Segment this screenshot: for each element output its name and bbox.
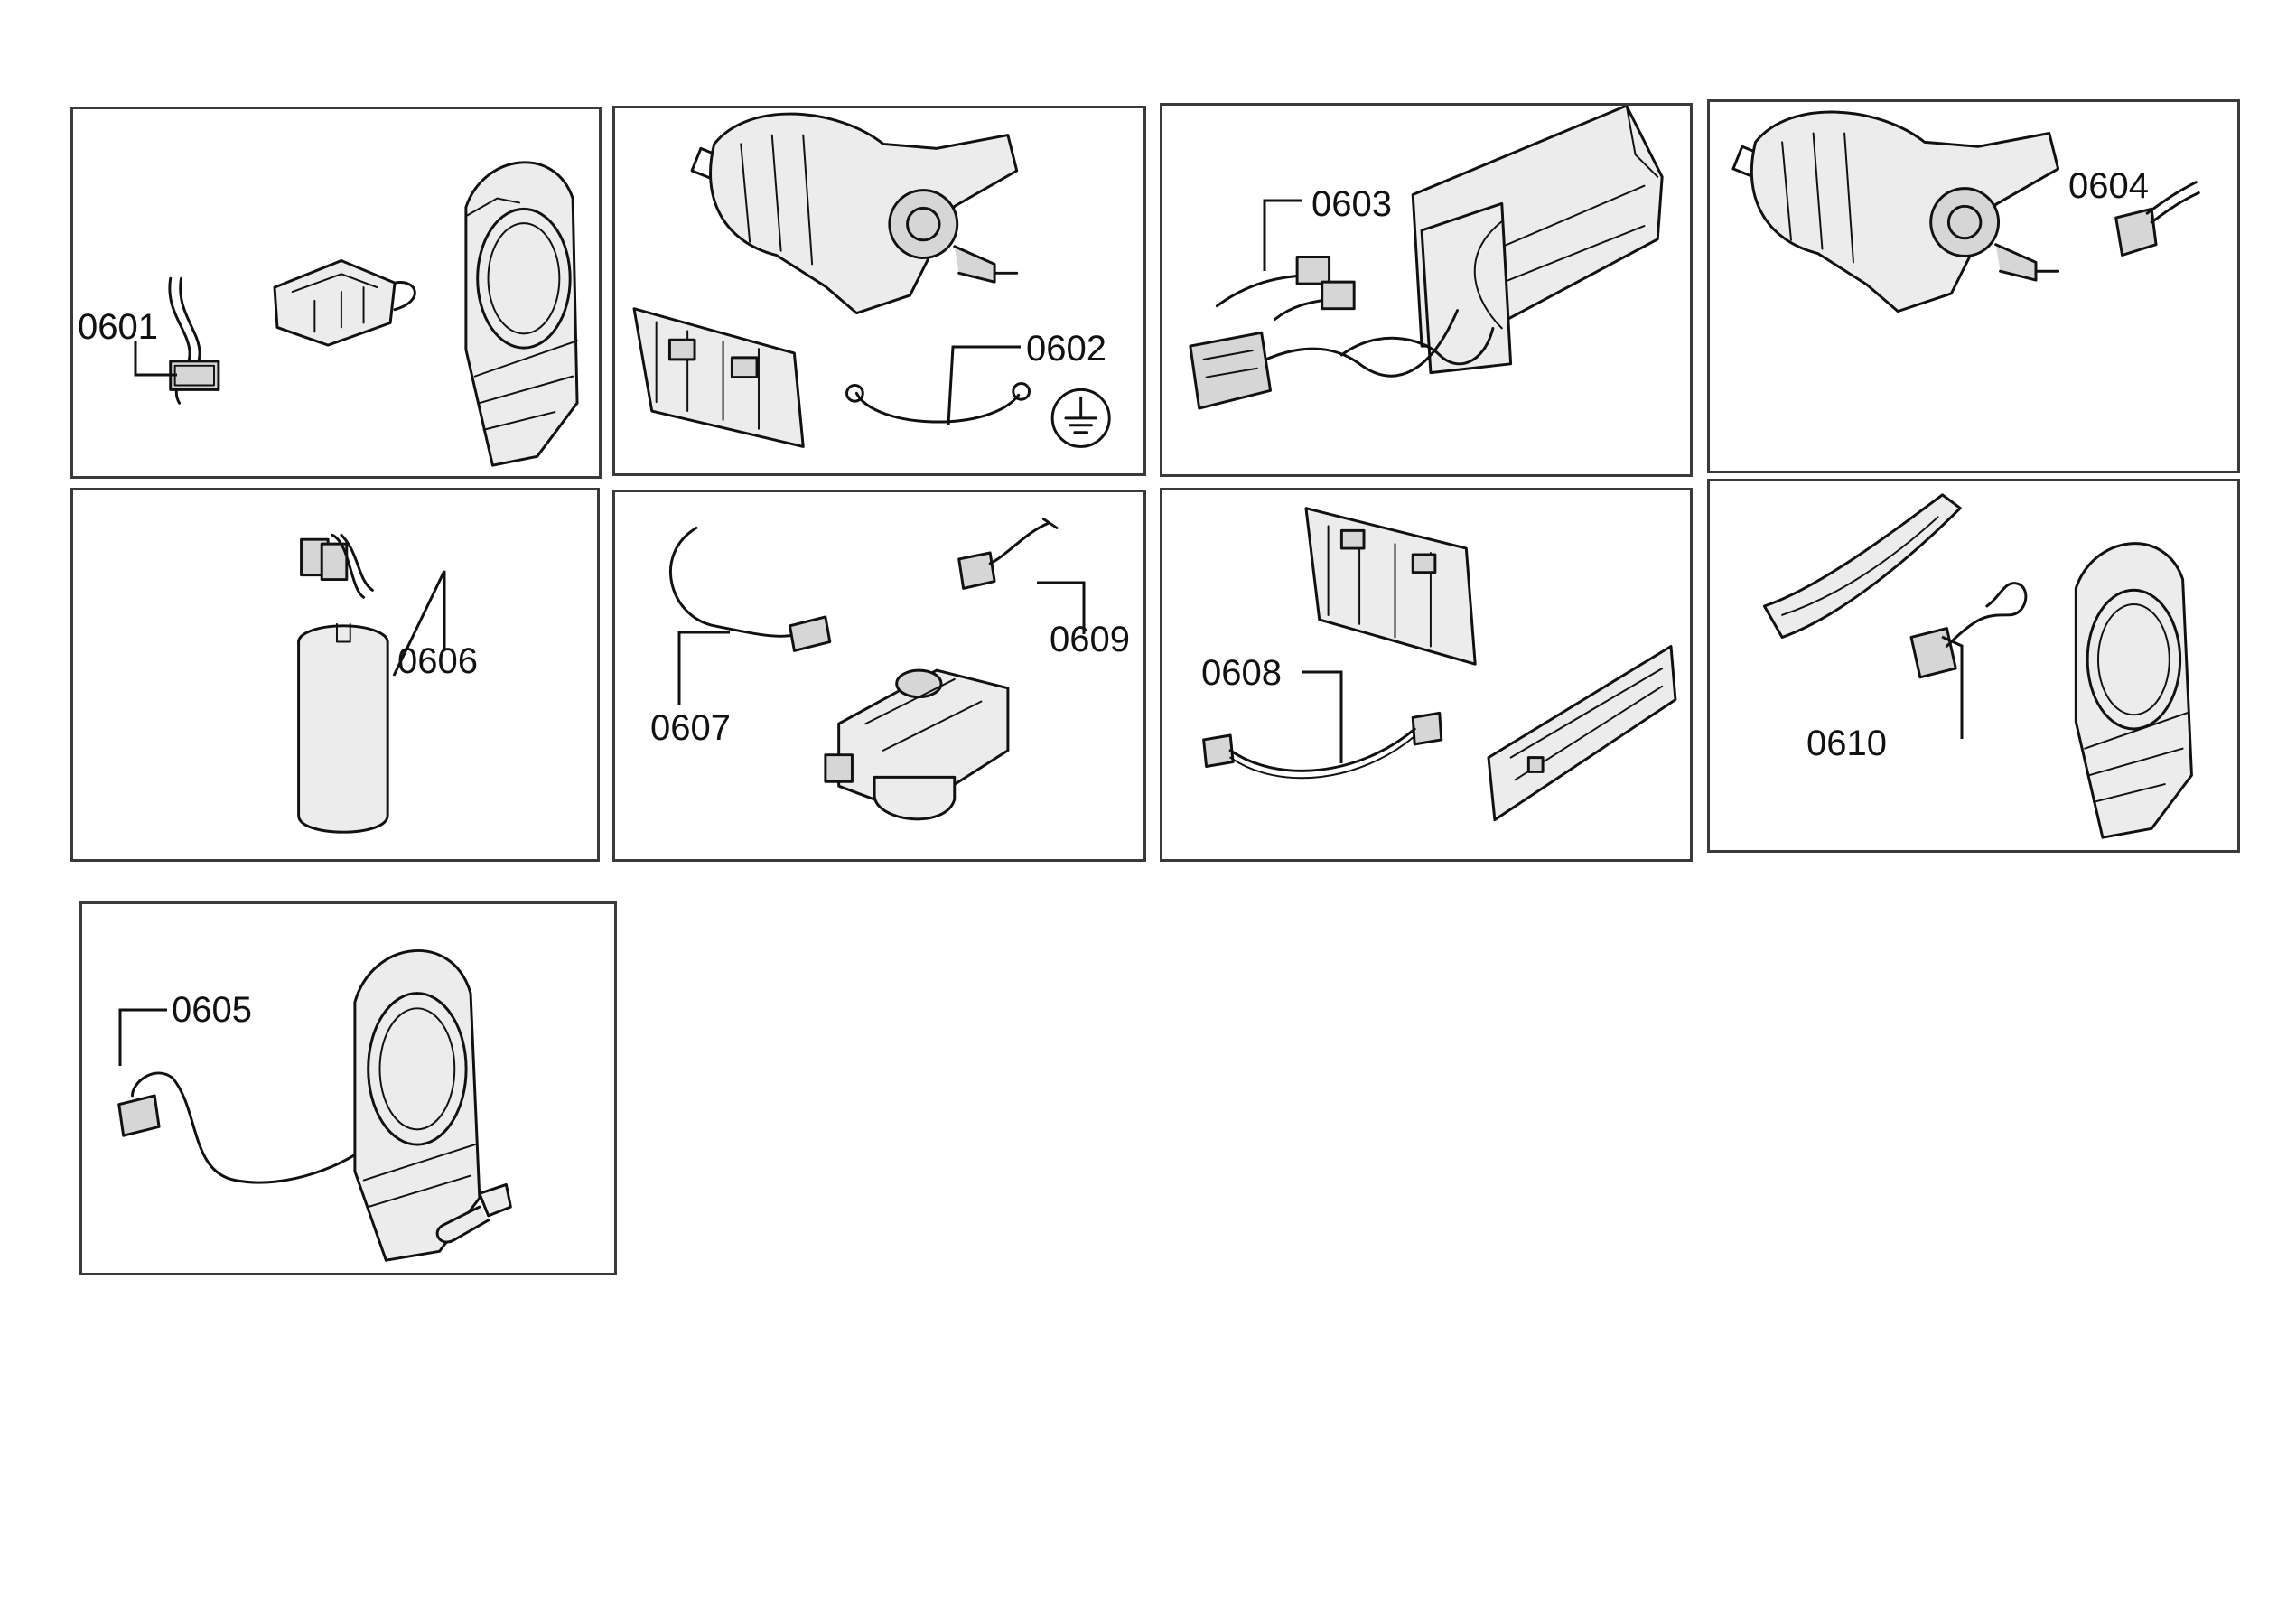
- illustration-motor-connector: [1731, 110, 2200, 313]
- label-0609: 0609: [1050, 620, 1130, 659]
- label-0606: 0606: [397, 641, 478, 681]
- panel-0604: [1707, 99, 2240, 473]
- panel-0610: [1707, 479, 2240, 853]
- panel-0603: [1160, 103, 1693, 477]
- illustration-sensor-harness-and-bearing: [117, 949, 512, 1262]
- label-0601: 0601: [78, 307, 158, 347]
- label-0608: 0608: [1201, 653, 1282, 693]
- illustration-pump-and-wires: [669, 518, 1059, 821]
- label-0605: 0605: [172, 990, 252, 1030]
- panel-0607-0609: [612, 490, 1146, 862]
- illustration-capacitor-harness: [297, 533, 389, 834]
- illustration-harness-and-drum-bearing: [168, 161, 579, 467]
- label-0604: 0604: [2068, 166, 2149, 206]
- illustration-control-board-harness: [1202, 507, 1677, 822]
- label-0607: 0607: [650, 708, 731, 748]
- panel-0606: [70, 488, 600, 862]
- label-0610: 0610: [1806, 724, 1887, 763]
- illustration-heater-assembly-harness: [1189, 106, 1664, 410]
- illustration-door-lock-and-bearing: [1762, 493, 2193, 839]
- panel-0602: [612, 106, 1146, 476]
- panel-0601: [70, 107, 602, 479]
- panel-0608: [1160, 488, 1693, 862]
- panel-0605: [79, 901, 617, 1275]
- illustration-motor-module-ground-wire: [632, 112, 1111, 448]
- label-0603: 0603: [1311, 184, 1392, 224]
- label-0602: 0602: [1026, 329, 1106, 369]
